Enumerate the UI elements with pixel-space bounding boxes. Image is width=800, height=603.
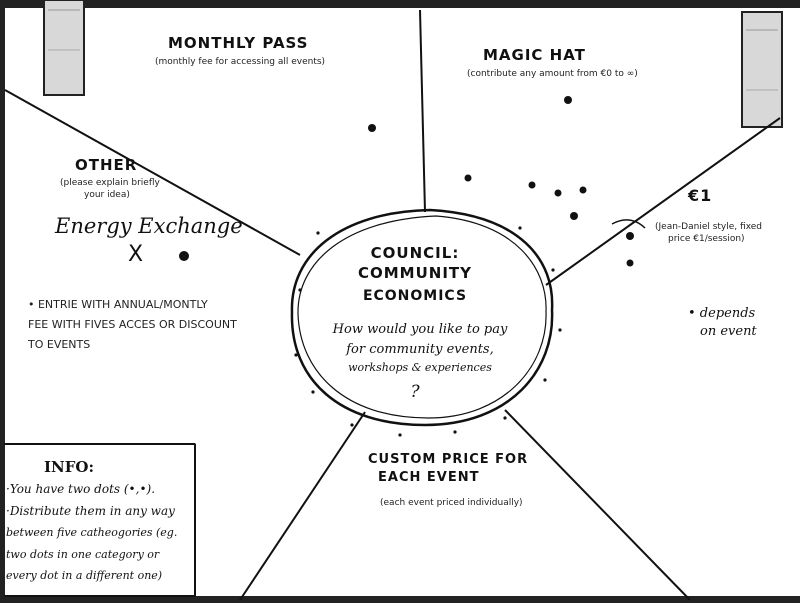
custom-price-title-1: CUSTOM PRICE FOR bbox=[368, 452, 529, 467]
tape-left-icon bbox=[43, 0, 85, 96]
other-note-1: • ENTRIE WITH ANNUAL/MONTLY bbox=[28, 298, 208, 311]
other-note-3: TO EVENTS bbox=[28, 338, 91, 351]
bottom-edge bbox=[0, 596, 800, 603]
custom-price-title-2: EACH EVENT bbox=[378, 470, 480, 485]
info-title: INFO: bbox=[44, 458, 94, 476]
center-question-2: for community events, bbox=[346, 342, 494, 357]
center-question-mark: ? bbox=[410, 382, 420, 402]
center-title-2: COMMUNITY bbox=[357, 264, 473, 282]
one-euro-title: €1 bbox=[688, 186, 713, 205]
center-circle bbox=[290, 208, 554, 427]
center-question-1: How would you like to pay bbox=[332, 322, 508, 337]
other-subtitle-1: (please explain briefly bbox=[60, 178, 160, 188]
center-question-3: workshops & experiences bbox=[348, 361, 492, 374]
other-subtitle-2: your idea) bbox=[84, 190, 130, 200]
info-box bbox=[4, 443, 196, 597]
info-line-5: every dot in a different one) bbox=[6, 569, 163, 582]
info-line-2: ·Distribute them in any way bbox=[6, 504, 175, 518]
energy-exchange-label: Energy Exchange bbox=[55, 214, 243, 238]
top-edge bbox=[0, 0, 800, 8]
center-title-1: COUNCIL: bbox=[370, 244, 460, 262]
vote-dots bbox=[179, 96, 634, 267]
arrow-icon bbox=[611, 219, 646, 229]
one-euro-note-2: on event bbox=[700, 324, 757, 339]
magic-hat-title: MAGIC HAT bbox=[483, 46, 586, 64]
custom-price-subtitle: (each event priced individually) bbox=[380, 498, 523, 508]
info-line-4: two dots in one category or bbox=[6, 548, 160, 561]
circle-dots bbox=[294, 226, 562, 437]
tape-right-icon bbox=[741, 11, 783, 128]
one-euro-subtitle-2: price €1/session) bbox=[668, 234, 745, 244]
magic-hat-subtitle: (contribute any amount from €0 to ∞) bbox=[467, 69, 638, 79]
left-edge bbox=[0, 0, 5, 603]
one-euro-note-1: • depends bbox=[688, 306, 756, 321]
center-circle-wobble bbox=[297, 215, 547, 419]
other-note-2: FEE WITH FIVES ACCES OR DISCOUNT bbox=[28, 318, 237, 331]
info-line-3: between five catheogories (eg. bbox=[6, 526, 178, 539]
info-line-1: ·You have two dots (•,•). bbox=[6, 482, 156, 496]
center-title-3: ECONOMICS bbox=[362, 288, 468, 304]
sector-lines bbox=[4, 9, 781, 601]
other-title: OTHER bbox=[75, 156, 138, 174]
one-euro-subtitle-1: (Jean-Daniel style, fixed bbox=[655, 222, 762, 232]
x-mark: X bbox=[128, 242, 144, 267]
monthly-pass-subtitle: (monthly fee for accessing all events) bbox=[155, 57, 326, 67]
monthly-pass-title: MONTHLY PASS bbox=[168, 34, 309, 52]
